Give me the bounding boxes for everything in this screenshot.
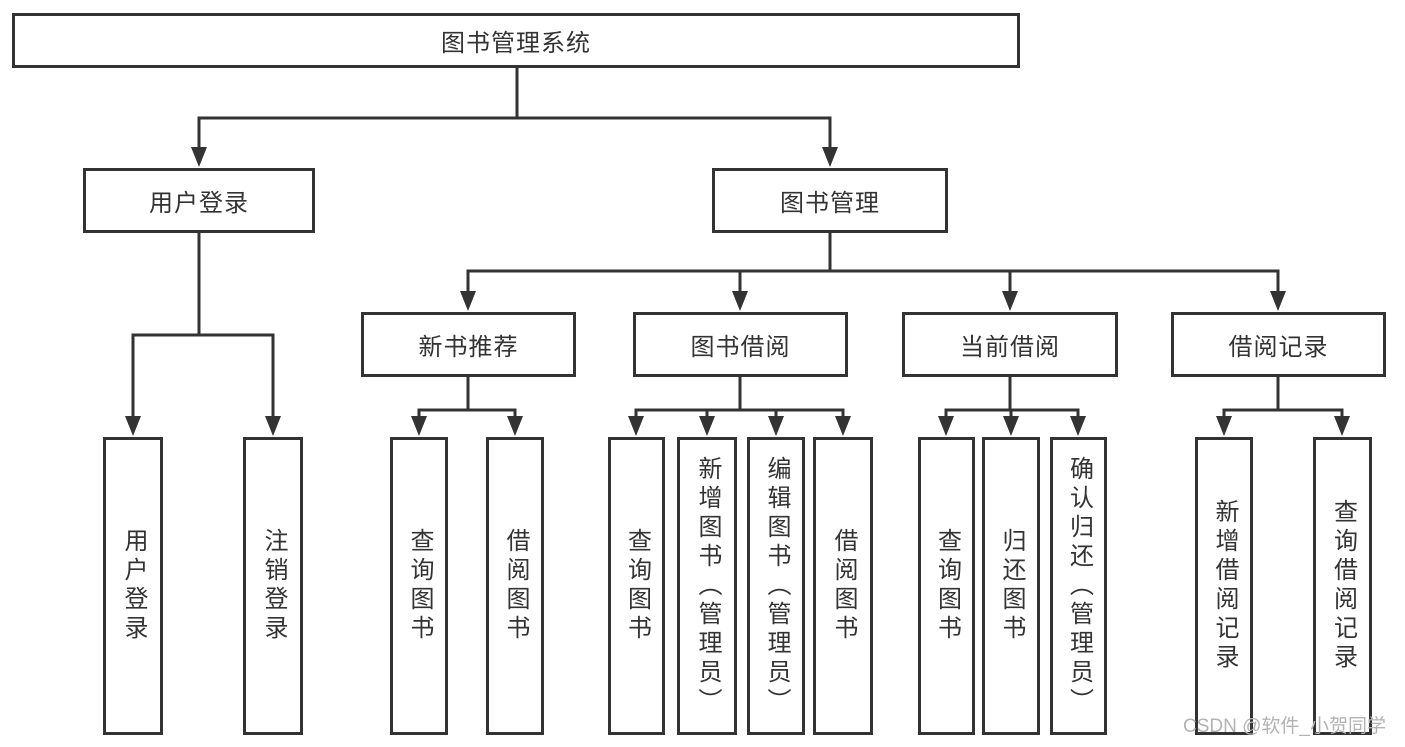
node-borrowing-records: 借阅记录 [1171,312,1386,377]
node-new-book-recommend: 新书推荐 [361,312,576,377]
leaf-borrow-books-recommend: 借阅图书 [486,437,544,735]
connector-book-management-to-level3 [460,233,1286,311]
leaf-add-borrow-record: 新增借阅记录 [1195,437,1253,735]
leaf-query-books-borrowing: 查询图书 [608,437,665,735]
leaf-edit-book-admin: 编辑图书（管理员） [747,437,805,735]
connector-root-to-level2 [191,68,838,167]
node-root: 图书管理系统 [12,13,1020,68]
node-book-management: 图书管理 [712,168,948,233]
leaf-user-login: 用户登录 [103,437,163,735]
leaf-add-book-admin: 新增图书（管理员） [677,437,737,735]
leaf-query-books-current: 查询图书 [918,437,975,735]
leaf-borrow-books-borrowing: 借阅图书 [813,437,873,735]
csdn-watermark: CSDN @软件_小贺同学 [1183,716,1386,737]
connector-new-book-recommend-to-leaves [411,377,523,436]
node-book-borrowing: 图书借阅 [633,312,848,377]
leaf-logout: 注销登录 [243,437,303,735]
connector-borrowing-records-to-leaves [1216,377,1350,436]
leaf-return-book: 归还图书 [982,437,1040,735]
node-user-login: 用户登录 [83,168,315,233]
connector-current-borrowing-to-leaves [938,377,1086,436]
connector-book-borrowing-to-leaves [628,377,851,436]
leaf-query-borrow-record: 查询借阅记录 [1313,437,1372,735]
connector-user-login-to-leaves [125,233,281,436]
leaf-confirm-return-admin: 确认归还（管理员） [1050,437,1107,735]
leaf-query-books-recommend: 查询图书 [390,437,448,735]
node-current-borrowing: 当前借阅 [902,312,1118,377]
